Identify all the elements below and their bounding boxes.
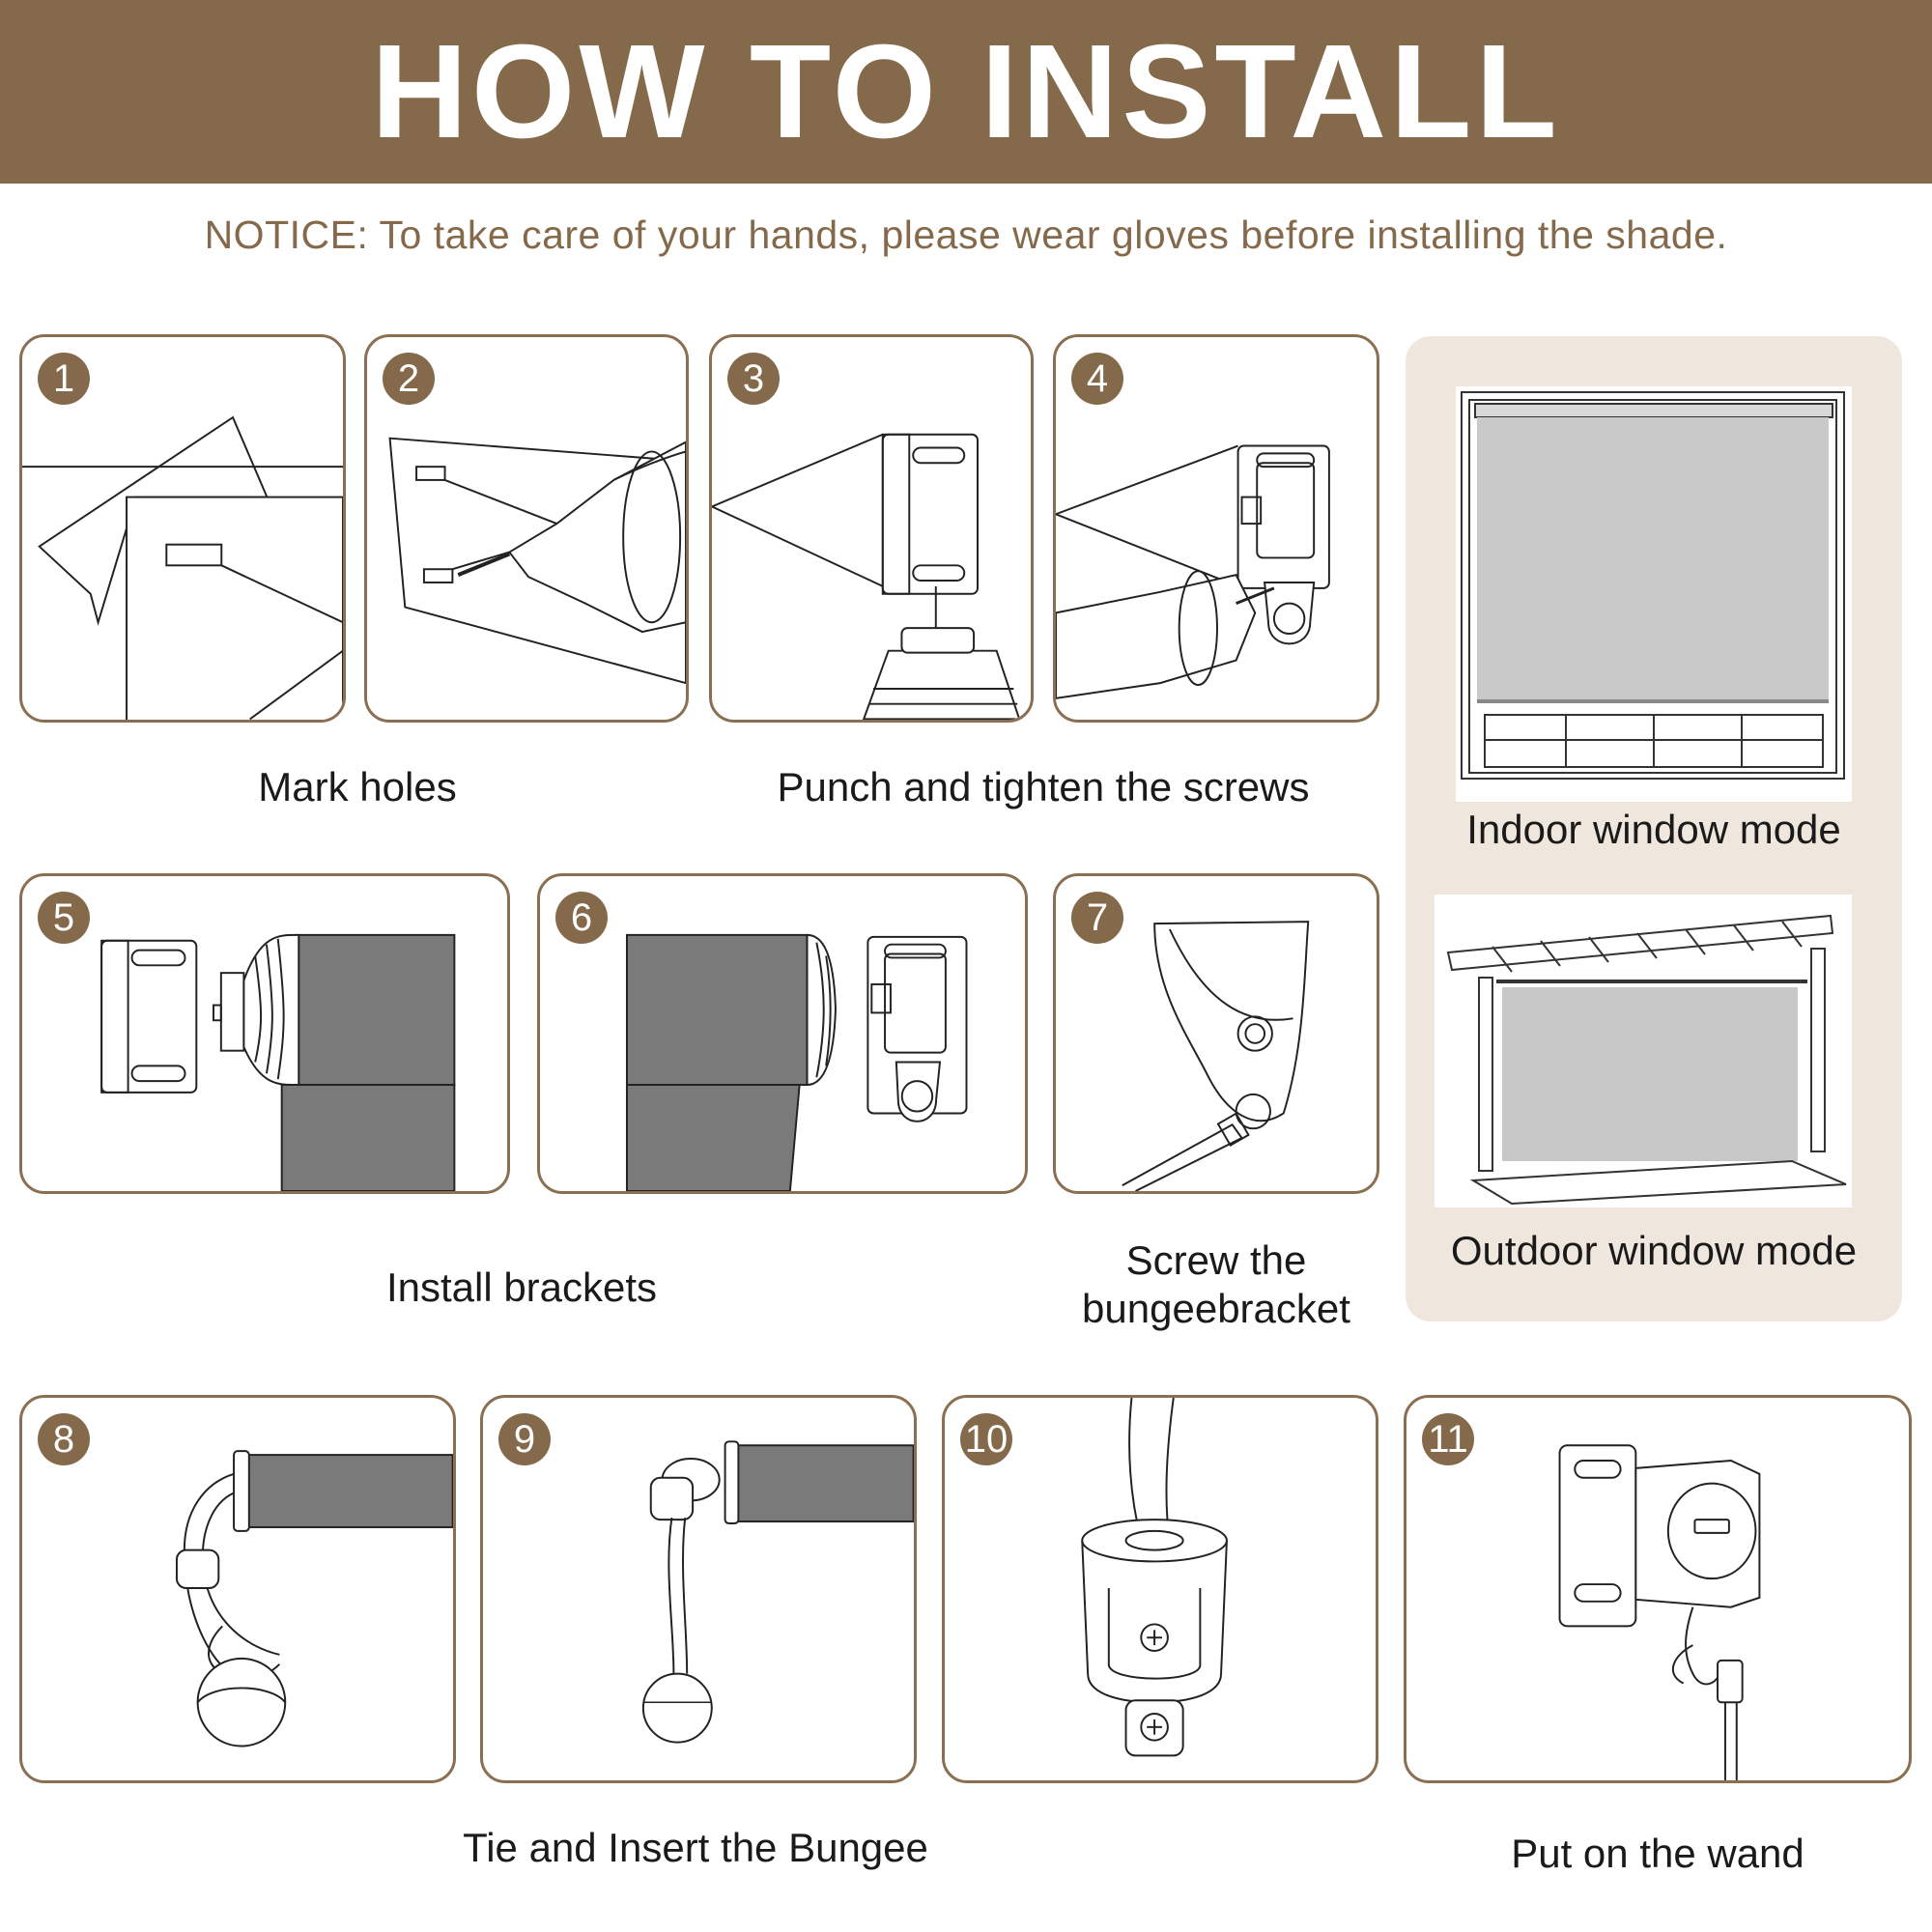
step-panel-5: 5 (19, 873, 510, 1194)
outdoor-pergola-illustration (1446, 914, 1847, 1206)
step-number-badge: 10 (960, 1413, 1012, 1465)
caption-wand: Put on the wand (1511, 1831, 1804, 1876)
caption-install-brackets: Install brackets (385, 1264, 658, 1310)
bungee-bracket-illustration (1122, 921, 1310, 1191)
caption-punch: Punch and tighten the screws (777, 764, 1310, 810)
caption-screw-bungee-line1: Screw the (1125, 1237, 1307, 1283)
step-number-badge: 6 (555, 892, 608, 944)
step-number-badge: 2 (383, 353, 435, 405)
screw-bracket-illustration (712, 433, 1021, 720)
step-panel-9: 9 (480, 1395, 917, 1783)
step-panel-6: 6 (537, 873, 1028, 1194)
step-panel-1: 1 (19, 334, 346, 723)
tie-bungee-illustration (175, 1450, 453, 1747)
window-modes-panel: Indoor window mode Outdoor window mode (1406, 336, 1902, 1321)
step-number-badge: 3 (727, 353, 780, 405)
step-number-badge: 1 (38, 353, 90, 405)
step-panel-10: 10 (942, 1395, 1378, 1783)
title-banner: HOW TO INSTALL (0, 0, 1932, 184)
step-number-badge: 9 (498, 1413, 551, 1465)
install-bracket-right-illustration (625, 933, 968, 1191)
step-panel-7: 7 (1053, 873, 1379, 1194)
bungee-cap-illustration (1081, 1398, 1228, 1757)
step-panel-2: 2 (364, 334, 689, 723)
step-number-badge: 4 (1071, 353, 1123, 405)
mark-holes-illustration (22, 415, 343, 720)
insert-bungee-illustration (641, 1440, 914, 1744)
install-bracket-left-illustration (100, 933, 456, 1191)
step-panel-11: 11 (1404, 1395, 1912, 1783)
wand-illustration (1558, 1444, 1761, 1780)
step-number-badge: 8 (38, 1413, 90, 1465)
notice-text: NOTICE: To take care of your hands, plea… (204, 213, 1728, 257)
step-panel-3: 3 (709, 334, 1034, 723)
caption-tie-bungee: Tie and Insert the Bungee (463, 1825, 928, 1870)
page-title: HOW TO INSTALL (371, 17, 1561, 166)
indoor-window-illustration (1461, 391, 1845, 780)
step-panel-8: 8 (19, 1395, 456, 1783)
indoor-mode-label: Indoor window mode (1466, 807, 1841, 852)
caption-screw-bungee-line2: bungeebracket (1082, 1286, 1350, 1331)
outdoor-mode-label: Outdoor window mode (1450, 1228, 1858, 1273)
screw-hook-illustration (1056, 444, 1330, 699)
step-number-badge: 5 (38, 892, 90, 944)
indoor-mode-image (1456, 386, 1852, 802)
drill-illustration (388, 437, 686, 685)
outdoor-mode-image (1435, 895, 1852, 1208)
step-number-badge: 7 (1071, 892, 1123, 944)
caption-mark-holes: Mark holes (258, 764, 457, 810)
step-number-badge: 11 (1422, 1413, 1474, 1465)
step-panel-4: 4 (1053, 334, 1379, 723)
